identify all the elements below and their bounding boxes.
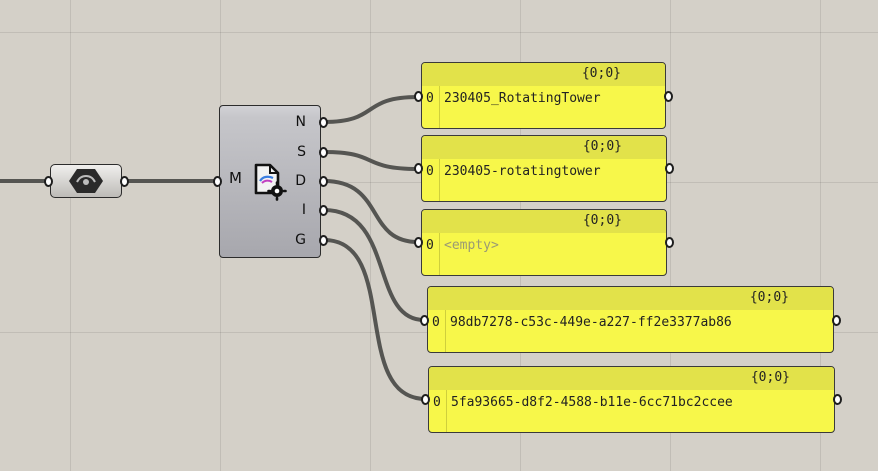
panel-value: 98db7278-c53c-449e-a227-ff2e3377ab86 bbox=[450, 315, 732, 330]
panel-index: 0 bbox=[426, 91, 434, 106]
panel-path-label: {0;0} bbox=[582, 213, 622, 228]
panel-input-grip[interactable] bbox=[414, 91, 423, 102]
output-label-d: D bbox=[295, 173, 306, 189]
panel-output-grip[interactable] bbox=[665, 237, 674, 248]
panel-path-label: {0;0} bbox=[749, 290, 789, 305]
component-output-grip-s[interactable] bbox=[319, 147, 328, 158]
panel-description[interactable]: {0;0} 0 <empty> bbox=[421, 209, 667, 276]
component-input-grip-m[interactable] bbox=[213, 176, 222, 187]
panel-header bbox=[429, 367, 834, 390]
param-component[interactable] bbox=[50, 164, 122, 198]
panel-index: 0 bbox=[426, 238, 434, 253]
panel-header bbox=[422, 136, 666, 159]
panel-safe-name[interactable]: {0;0} 0 230405-rotatingtower bbox=[421, 135, 667, 202]
wire-i bbox=[322, 208, 426, 322]
panel-guid[interactable]: {0;0} 0 5fa93665-d8f2-4588-b11e-6cc71bc2… bbox=[428, 366, 835, 433]
output-label-s: S bbox=[297, 144, 306, 160]
panel-divider bbox=[439, 86, 440, 128]
panel-output-grip[interactable] bbox=[665, 163, 674, 174]
panel-header bbox=[422, 63, 665, 86]
panel-path-label: {0;0} bbox=[582, 139, 622, 154]
panel-output-grip[interactable] bbox=[664, 91, 673, 102]
component-output-grip-n[interactable] bbox=[319, 117, 328, 128]
panel-divider bbox=[439, 233, 440, 275]
file-info-component[interactable]: M N S D I G bbox=[219, 105, 321, 258]
wire-d bbox=[322, 179, 420, 244]
panel-instance-id[interactable]: {0;0} 0 98db7278-c53c-449e-a227-ff2e3377… bbox=[427, 286, 834, 353]
wire-g bbox=[322, 238, 428, 401]
panel-divider bbox=[445, 310, 446, 352]
document-settings-icon bbox=[254, 163, 287, 201]
panel-input-grip[interactable] bbox=[414, 163, 423, 174]
component-output-grip-g[interactable] bbox=[319, 235, 328, 246]
output-label-i: I bbox=[301, 202, 306, 218]
component-output-grip-i[interactable] bbox=[319, 205, 328, 216]
panel-value: 230405_RotatingTower bbox=[444, 91, 601, 106]
panel-input-grip[interactable] bbox=[414, 237, 423, 248]
param-input-grip[interactable] bbox=[44, 176, 53, 187]
panel-output-grip[interactable] bbox=[832, 315, 841, 326]
param-output-grip[interactable] bbox=[120, 176, 129, 187]
wire-s bbox=[322, 150, 420, 171]
panel-name[interactable]: {0;0} 0 230405_RotatingTower bbox=[421, 62, 666, 129]
panel-value-empty: <empty> bbox=[444, 238, 499, 253]
panel-divider bbox=[446, 390, 447, 432]
panel-input-grip[interactable] bbox=[420, 315, 429, 326]
output-label-n: N bbox=[295, 114, 306, 130]
component-output-grip-d[interactable] bbox=[319, 176, 328, 187]
panel-input-grip[interactable] bbox=[421, 394, 430, 405]
panel-index: 0 bbox=[433, 395, 441, 410]
panel-divider bbox=[439, 159, 440, 201]
panel-header bbox=[422, 210, 666, 233]
panel-index: 0 bbox=[432, 315, 440, 330]
input-label-m: M bbox=[229, 169, 242, 187]
panel-value: 5fa93665-d8f2-4588-b11e-6cc71bc2ccee bbox=[451, 395, 733, 410]
panel-value: 230405-rotatingtower bbox=[444, 164, 601, 179]
output-label-g: G bbox=[295, 232, 306, 248]
panel-header bbox=[428, 287, 833, 310]
hexagon-param-icon bbox=[69, 169, 103, 193]
wire-n bbox=[322, 95, 420, 124]
panel-path-label: {0;0} bbox=[750, 370, 790, 385]
panel-index: 0 bbox=[426, 164, 434, 179]
panel-path-label: {0;0} bbox=[581, 66, 621, 81]
panel-output-grip[interactable] bbox=[833, 394, 842, 405]
